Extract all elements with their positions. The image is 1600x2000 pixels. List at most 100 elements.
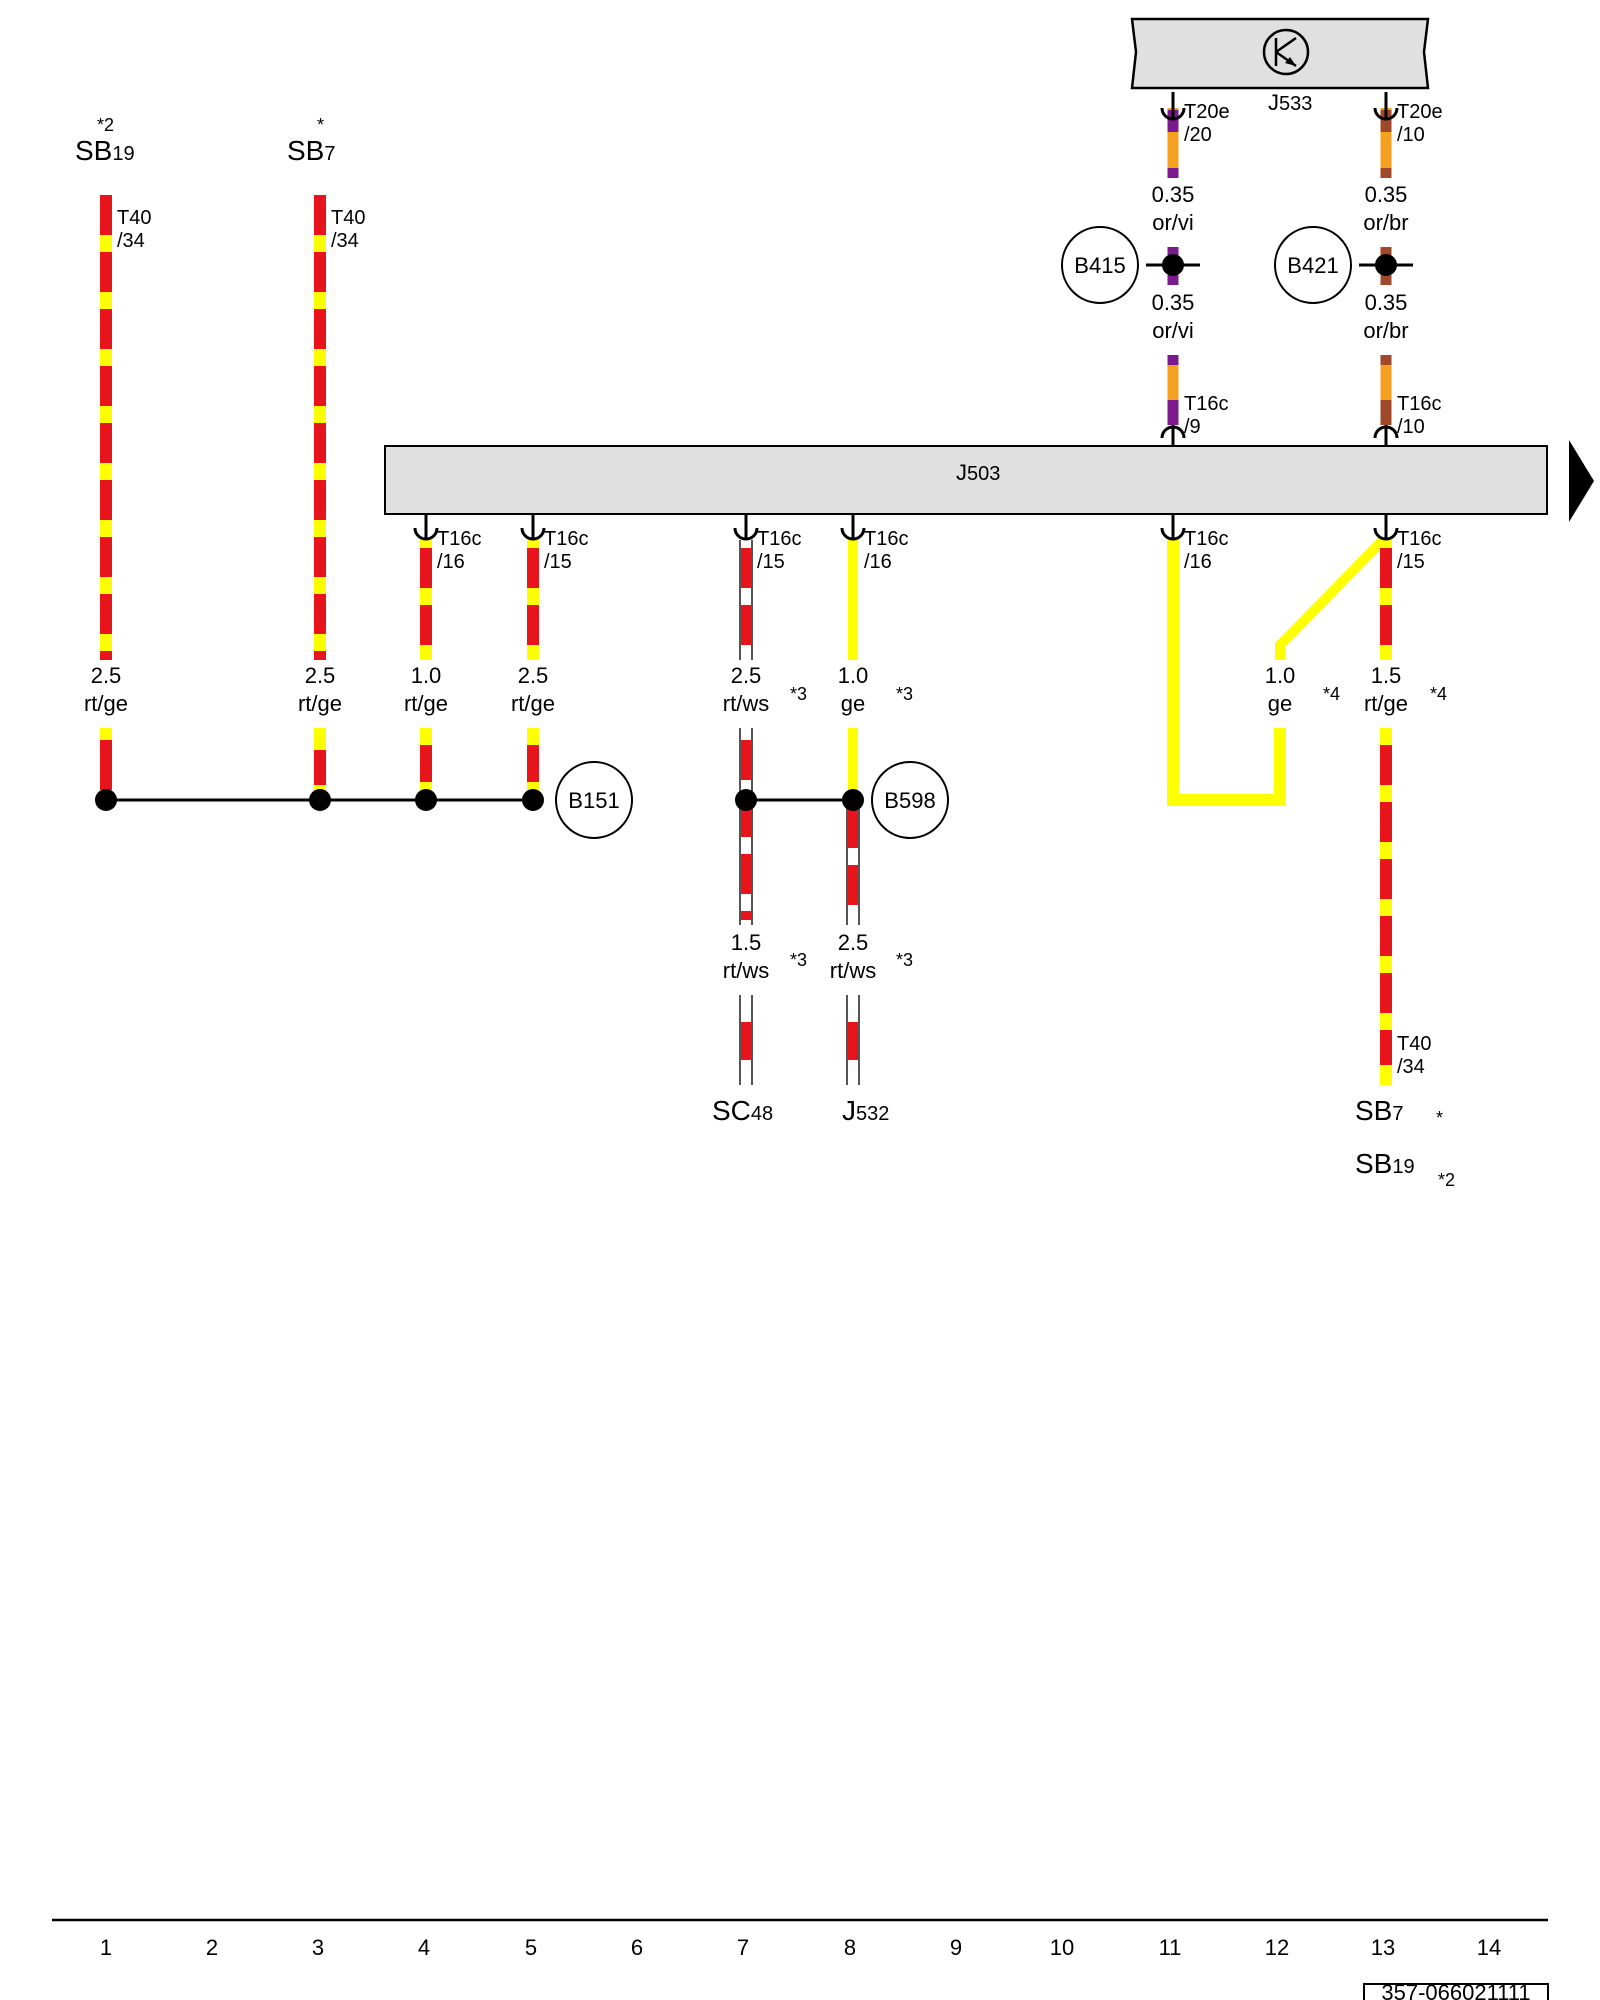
j533-label: J533 [1268,90,1312,115]
grid-number: 5 [525,1935,537,1960]
grid-number: 11 [1159,1935,1182,1960]
connector-label: T16c/15 [544,528,588,573]
grid-number: 7 [737,1935,749,1960]
connector-label: T16c/15 [757,528,801,573]
splice-dot [522,789,544,811]
junction-b421: B421 [1274,226,1352,304]
grid-number: 13 [1371,1935,1395,1960]
pin-icon [413,514,439,541]
connector-label: T16c/16 [1184,528,1228,573]
grid-number: 8 [844,1935,856,1960]
grid-number: 12 [1265,1935,1289,1960]
svg-text:*: * [1436,1108,1443,1128]
grid-number: 3 [312,1935,324,1960]
transistor-icon [1262,28,1310,76]
pin-icon [1160,92,1186,121]
grid-number: 9 [950,1935,962,1960]
splice-dot [1375,254,1397,276]
grid-number: 14 [1477,1935,1501,1960]
supply-label-sb7-top: * SB7 [287,115,335,166]
grid-number: 6 [631,1935,643,1960]
connector-label: T20e/10 [1397,101,1443,146]
grid-number: 2 [206,1935,218,1960]
pin-icon [733,514,759,541]
svg-text:B421: B421 [1287,253,1338,278]
svg-text:SB7: SB7 [287,135,335,166]
wire-t16c-16-col11-loop [1167,536,1387,806]
j503-control-unit-box [384,445,1548,515]
footnote-marker: *3 [790,950,807,970]
pin-icon [1160,514,1186,541]
footnote-marker: *3 [790,684,807,704]
svg-text:*2: *2 [97,115,114,135]
pin-icon [1373,514,1399,541]
supply-label-sb19-bottom: SB19 *2 [1355,1148,1455,1190]
grid-number: 10 [1050,1935,1074,1960]
connector-labels: T40/34 T40/34 T20e/20 T20e/10 T16c/9 T16… [117,101,1443,1078]
grid-numbers: 1 2 3 4 5 6 7 8 9 10 11 12 13 14 [100,1935,1501,1960]
splice-dot [735,789,757,811]
splice-dot [415,789,437,811]
svg-text:B415: B415 [1074,253,1125,278]
svg-text:J532: J532 [842,1095,889,1126]
junction-b598: B598 [871,761,949,839]
svg-text:*: * [317,115,324,135]
connector-label: T16c/16 [437,528,481,573]
splice-dot [1162,254,1184,276]
splice-dot [842,789,864,811]
pin-icon [1373,92,1399,121]
svg-text:B151: B151 [568,788,619,813]
arrow-right-icon [1569,440,1594,522]
wires [100,108,1392,1085]
connector-label: T40/34 [331,207,365,252]
grid-number: 1 [100,1935,112,1960]
svg-text:SB19: SB19 [75,135,135,166]
pin-icon [840,514,866,541]
grid-number: 4 [418,1935,430,1960]
j503-label: J503 [956,460,1000,485]
connector-pins [413,92,1399,541]
footnote-marker: *4 [1323,684,1340,704]
connector-label: T16c/15 [1397,528,1441,573]
supply-label-sb7-bottom: SB7 * [1355,1095,1443,1128]
destination-j532: J532 [842,1095,889,1126]
supply-label-sb19-top: *2 SB19 [75,115,135,166]
footnote-markers: *3 *3 *4 *4 *3 *3 [790,684,1447,970]
svg-text:SB19: SB19 [1355,1148,1415,1179]
sheet-number-box [1363,1983,1549,2000]
connector-label: T20e/20 [1184,101,1230,146]
connector-label: T16c/10 [1397,393,1441,438]
junction-b151: B151 [555,761,633,839]
sheet-number: 357-066021111 [1381,1980,1530,2000]
connector-label: T16c/16 [864,528,908,573]
splice-dot [309,789,331,811]
svg-text:*2: *2 [1438,1170,1455,1190]
splice-dot [95,789,117,811]
pin-icon [520,514,546,541]
svg-text:B598: B598 [884,788,935,813]
connector-label: T16c/9 [1184,393,1228,438]
pin-icon [1373,425,1399,446]
svg-text:SC48: SC48 [712,1095,773,1126]
connector-label: T40/34 [1397,1033,1431,1078]
svg-text:SB7: SB7 [1355,1095,1403,1126]
junction-b415: B415 [1061,226,1139,304]
footnote-marker: *4 [1430,684,1447,704]
destination-sc48: SC48 [712,1095,773,1126]
footnote-marker: *3 [896,950,913,970]
